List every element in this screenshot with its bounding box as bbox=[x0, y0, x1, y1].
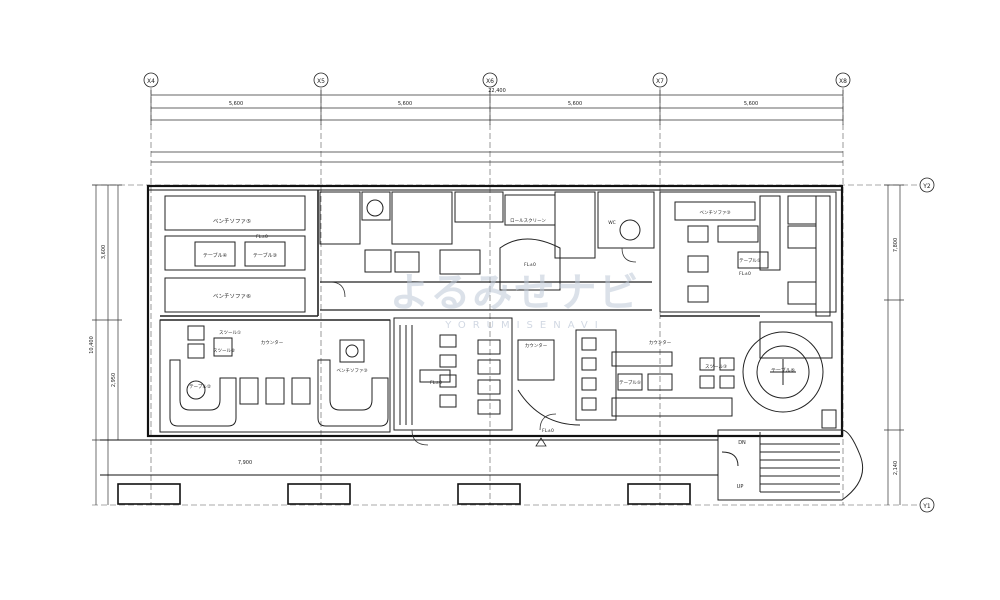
right-lower-room bbox=[575, 321, 837, 429]
dim-span-4: 5,600 bbox=[744, 101, 758, 107]
label-bench-sofa-right: ベンチソファ③ bbox=[699, 210, 730, 216]
label-stairs-dn: DN bbox=[738, 440, 746, 446]
label-counter-right: カウンター bbox=[649, 339, 672, 346]
label-table-6: テーブル⑥ bbox=[771, 367, 796, 374]
grid-label-x8: X8 bbox=[839, 78, 847, 85]
dim-span-1: 5,600 bbox=[229, 101, 243, 107]
label-bench-sofa-bottom: ベンチソファ⑥ bbox=[213, 293, 251, 300]
grid-label-x4: X4 bbox=[147, 78, 155, 85]
top-dimension-lines bbox=[150, 90, 844, 163]
label-table-2: テーブル② bbox=[189, 383, 211, 390]
grid-label-x5: X5 bbox=[317, 78, 325, 85]
dim-bottom-run: 7,900 bbox=[238, 460, 252, 466]
dim-span-2: 5,600 bbox=[398, 101, 412, 107]
dim-total: 22,400 bbox=[488, 88, 506, 94]
grid-bubbles: X4 X5 X6 X7 X8 Y2 Y1 bbox=[143, 72, 935, 513]
bottom-columns bbox=[100, 439, 718, 505]
room-labels: ベンチソファ⑤ ベンチソファ⑥ テーブル④ テーブル③ FL±0 スツール① ス… bbox=[189, 210, 795, 490]
left-lower-room bbox=[159, 319, 391, 433]
label-entrance: FL±0 bbox=[542, 428, 554, 434]
grid-label-y1: Y1 bbox=[922, 503, 931, 510]
service-core bbox=[319, 191, 655, 311]
entrance-marker bbox=[535, 437, 547, 447]
label-table-4: テーブル④ bbox=[203, 252, 228, 259]
grid-label-x7: X7 bbox=[656, 78, 664, 85]
dim-right-lower: 2,140 bbox=[893, 461, 899, 475]
label-fl-right: FL±0 bbox=[739, 271, 751, 277]
label-table-5: テーブル⑤ bbox=[619, 379, 641, 386]
label-table-3: テーブル③ bbox=[253, 252, 277, 259]
grid-label-x6: X6 bbox=[486, 78, 494, 85]
center-lower-room bbox=[393, 317, 581, 431]
grid-label-y2: Y2 bbox=[922, 183, 931, 190]
label-fl-center: FL±0 bbox=[524, 262, 536, 268]
left-upper-room bbox=[160, 190, 319, 317]
doors bbox=[329, 247, 637, 446]
label-table-1: テーブル① bbox=[739, 257, 761, 264]
dim-right-upper: 7,800 bbox=[893, 238, 899, 252]
outer-walls bbox=[146, 184, 844, 438]
label-stool-1: スツール① bbox=[219, 330, 241, 336]
label-stairs-up: UP bbox=[737, 484, 744, 490]
dim-left-lower: 2,950 bbox=[111, 373, 117, 387]
right-upper-room bbox=[659, 191, 837, 317]
dim-left-upper: 3,600 bbox=[101, 245, 107, 259]
label-bench-sofa-top: ベンチソファ⑤ bbox=[213, 218, 251, 225]
label-counter-center: カウンター bbox=[525, 342, 548, 349]
label-bench-sofa-3: ベンチソファ③ bbox=[336, 368, 367, 374]
label-roll-screen: ロールスクリーン bbox=[510, 218, 546, 224]
label-stool-3: スツール③ bbox=[705, 364, 727, 370]
label-fl-lower: FL±0 bbox=[430, 380, 442, 386]
dimension-text: 22,400 5,600 5,600 5,600 5,600 10,400 3,… bbox=[89, 88, 899, 475]
label-counter-left: カウンター bbox=[261, 339, 284, 346]
label-stool-2: スツール② bbox=[213, 348, 235, 354]
label-wc: WC bbox=[608, 220, 616, 226]
dim-left-total: 10,400 bbox=[89, 336, 95, 354]
stairs bbox=[717, 429, 864, 501]
dim-span-3: 5,600 bbox=[568, 101, 582, 107]
label-fl-left: FL±0 bbox=[256, 234, 268, 240]
